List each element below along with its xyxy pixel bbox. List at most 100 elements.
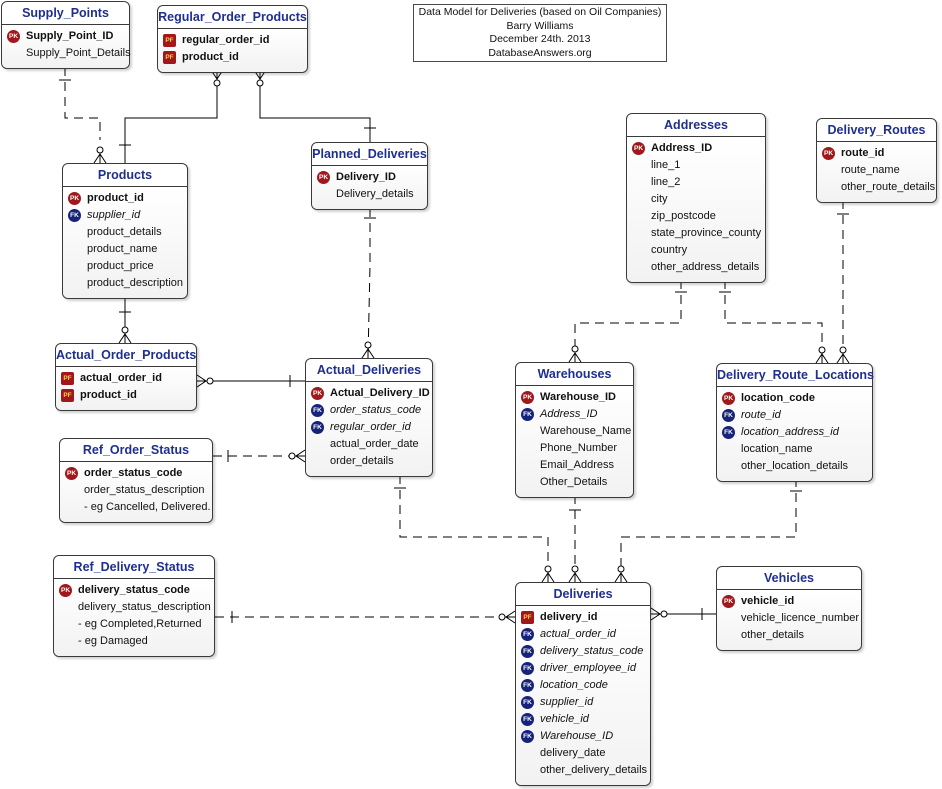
cardinality-optional-mark	[617, 565, 625, 573]
attribute-row: city	[627, 191, 765, 208]
attribute-name: product_price	[87, 260, 154, 272]
attribute-name: supplier_id	[540, 696, 594, 708]
entity-title: Addresses	[627, 114, 765, 137]
relationship-line	[574, 280, 682, 362]
attribute-row: Phone_Number	[516, 440, 633, 457]
attribute-name: order_details	[330, 455, 394, 467]
attribute-name: Actual_Delivery_ID	[330, 387, 430, 399]
relationship-line	[259, 70, 371, 142]
attribute-row: other_delivery_details	[516, 762, 650, 779]
attribute-name: delivery_status_code	[78, 584, 190, 596]
attribute-row: actual_order_date	[306, 436, 432, 453]
primary-key-icon: PF	[61, 372, 74, 385]
foreign-key-icon: FK	[311, 421, 324, 434]
attribute-row: PK delivery_status_code	[54, 582, 214, 599]
cardinality-optional-mark	[571, 345, 579, 353]
attribute-name: regular_order_id	[182, 34, 270, 46]
relationship-line	[620, 478, 797, 582]
cardinality-optional-mark	[544, 565, 552, 573]
attribute-row: delivery_status_description	[54, 599, 214, 616]
entity-title: Planned_Deliveries	[312, 143, 427, 166]
primary-key-icon: PF	[163, 51, 176, 64]
entity-title: Supply_Points	[2, 2, 129, 25]
note-line: December 24th. 2013	[489, 33, 591, 45]
foreign-key-icon: FK	[521, 713, 534, 726]
entity-title: Ref_Delivery_Status	[54, 556, 214, 579]
attribute-name: route_id	[841, 147, 885, 159]
attribute-row: Other_Details	[516, 474, 633, 491]
attribute-row: - eg Completed,Returned	[54, 616, 214, 633]
cardinality-optional-mark	[498, 613, 506, 621]
attribute-name: - eg Completed,Returned	[78, 618, 202, 630]
entity-title: Actual_Deliveries	[306, 359, 432, 382]
attribute-name: other_route_details	[841, 181, 936, 193]
attribute-name: vehicle_id	[540, 713, 589, 725]
attribute-name: Email_Address	[540, 459, 614, 471]
attribute-row: product_description	[63, 275, 187, 292]
attribute-name: line_1	[651, 159, 681, 171]
attribute-name: product_id	[182, 51, 239, 63]
attribute-name: product_id	[80, 389, 137, 401]
cardinality-optional-mark	[571, 565, 579, 573]
primary-key-icon: PF	[163, 34, 176, 47]
attribute-name: Supply_Point_ID	[26, 30, 114, 42]
attribute-name: vehicle_licence_number	[741, 612, 860, 624]
attribute-row: state_province_county	[627, 225, 765, 242]
foreign-key-icon: FK	[521, 696, 534, 709]
entity-attributes: PK delivery_status_code delivery_status_de…	[54, 579, 214, 656]
attribute-name: Delivery_ID	[336, 171, 396, 183]
cardinality-optional-mark	[660, 610, 668, 618]
primary-key-icon: PK	[59, 584, 72, 597]
relationship-line	[724, 280, 823, 363]
attribute-name: regular_order_id	[330, 421, 411, 433]
attribute-name: location_name	[741, 443, 813, 455]
attribute-name: Warehouse_Name	[540, 425, 632, 437]
entity-attributes: PK Supply_Point_ID Supply_Point_Details	[2, 25, 131, 68]
cardinality-optional-mark	[206, 377, 214, 385]
primary-key-icon: PK	[7, 30, 20, 43]
attribute-name: Warehouse_ID	[540, 730, 614, 742]
cardinality-optional-mark	[96, 146, 104, 154]
relationship-line	[367, 208, 371, 359]
attribute-row: delivery_date	[516, 745, 650, 762]
relationship-line	[64, 67, 101, 140]
attribute-name: actual_order_date	[330, 438, 419, 450]
attribute-name: delivery_date	[540, 747, 606, 759]
diagram-info-note: Data Model for Deliveries (based on Oil …	[413, 4, 667, 62]
attribute-name: route_name	[841, 164, 900, 176]
attribute-name: Warehouse_ID	[540, 391, 617, 403]
attribute-name: city	[651, 193, 668, 205]
attribute-name: Address_ID	[651, 142, 713, 154]
attribute-name: route_id	[741, 409, 781, 421]
attribute-row: Supply_Point_Details	[2, 45, 131, 62]
